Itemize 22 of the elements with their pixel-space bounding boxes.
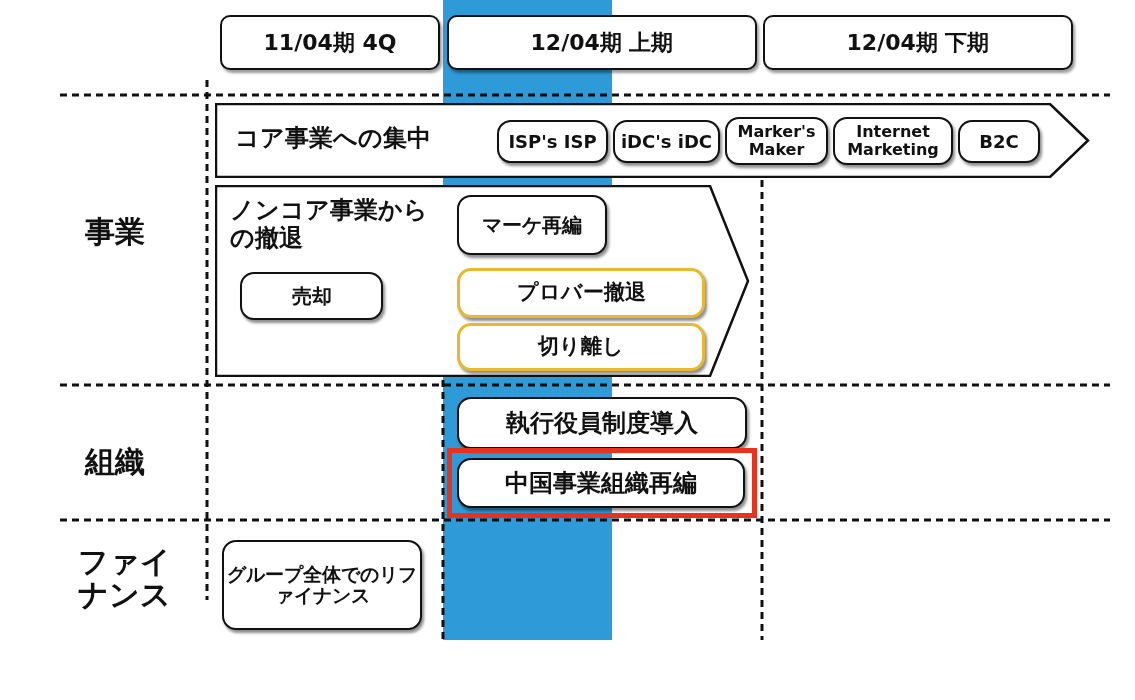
rounded-box: Internet Marketing bbox=[833, 117, 953, 165]
rounded-box: グループ全体でのリファイナンス bbox=[222, 540, 422, 630]
row-label: ファイナンス bbox=[78, 545, 172, 611]
period-header: 11/04期 4Q bbox=[220, 15, 440, 70]
rounded-box: 切り離し bbox=[457, 323, 705, 371]
banner-title: ノンコア事業からの撤退 bbox=[230, 197, 429, 253]
rounded-box: iDC's iDC bbox=[613, 120, 720, 163]
rounded-box: B2C bbox=[958, 120, 1040, 163]
rounded-box: プロバー撤退 bbox=[457, 268, 705, 318]
rounded-box: 売却 bbox=[240, 272, 383, 320]
rounded-box: マーケ再編 bbox=[457, 195, 607, 255]
arrow-banner bbox=[215, 185, 750, 377]
rounded-box: Marker's Maker bbox=[725, 117, 828, 165]
period-header: 12/04期 下期 bbox=[763, 15, 1073, 70]
arrow-banner bbox=[215, 103, 1090, 178]
rounded-box: 中国事業組織再編 bbox=[457, 458, 745, 508]
banner-title: コア事業への集中 bbox=[235, 125, 431, 153]
period-header: 12/04期 上期 bbox=[447, 15, 757, 70]
rounded-box: 執行役員制度導入 bbox=[457, 397, 747, 449]
row-label: 事業 bbox=[85, 215, 145, 248]
rounded-box: ISP's ISP bbox=[497, 120, 608, 163]
row-label: 組織 bbox=[85, 445, 145, 478]
